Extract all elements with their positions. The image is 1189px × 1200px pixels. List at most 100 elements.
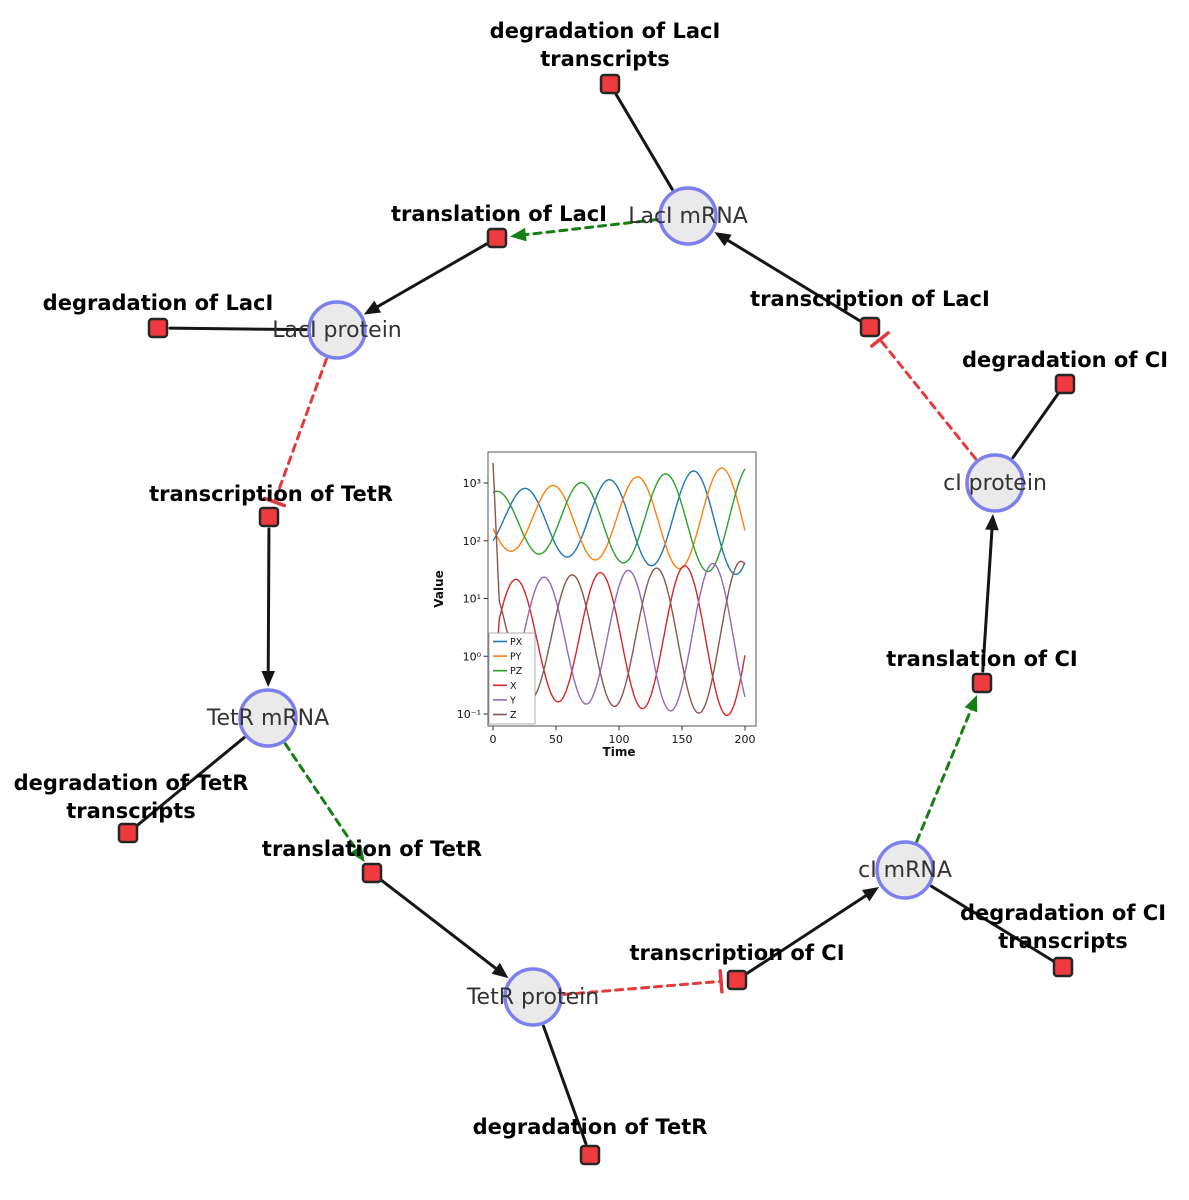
reaction-label-transl-ci: translation of CI bbox=[886, 647, 1077, 671]
reaction-node-transc-ci bbox=[726, 969, 748, 991]
y-tick-label: 10⁰ bbox=[463, 650, 482, 663]
inhibition-tbar-icon bbox=[718, 969, 724, 994]
series-line-Y bbox=[492, 562, 746, 712]
reaction-label-transc-laci: transcription of LacI bbox=[750, 287, 990, 311]
arrowhead-icon bbox=[363, 300, 382, 315]
edge-modifier-tetr-mrna-transl-tetr bbox=[283, 742, 360, 853]
legend-entry-PZ: PZ bbox=[510, 666, 523, 677]
reaction-label-deg-tetr: degradation of TetR bbox=[473, 1115, 708, 1139]
reaction-label-deg-ci-tx: degradation of CI bbox=[960, 901, 1166, 925]
edge-production-transl-ci-ci-protein bbox=[981, 525, 994, 673]
edge-consumption-ci-mrna-deg-ci-tx bbox=[929, 884, 1055, 963]
reaction-label-deg-tetr-tx-line2: transcripts bbox=[66, 799, 196, 823]
reaction-node-deg-laci bbox=[147, 317, 169, 339]
reaction-label-deg-tetr-tx: degradation of TetR bbox=[14, 771, 249, 795]
series-line-PX bbox=[492, 470, 746, 576]
species-label-ci-mrna: cI mRNA bbox=[858, 858, 952, 883]
arrowhead-icon bbox=[509, 227, 527, 242]
species-node-tetr-mrna bbox=[238, 688, 298, 748]
x-tick-label: 50 bbox=[549, 733, 563, 746]
reaction-node-transc-laci bbox=[859, 316, 881, 338]
series-line-PY bbox=[492, 467, 746, 570]
edge-production-transc-laci-laci-mrna bbox=[724, 237, 862, 323]
legend-entry-PY: PY bbox=[510, 652, 522, 663]
reaction-node-deg-ci bbox=[1054, 373, 1076, 395]
edge-inhibition-ci-protein-transc-laci bbox=[878, 337, 978, 461]
y-tick-label: 10⁻¹ bbox=[457, 708, 481, 721]
arrowhead-icon bbox=[350, 845, 365, 863]
reaction-node-deg-tetr-tx bbox=[117, 822, 139, 844]
edge-consumption-laci-protein-deg-laci bbox=[168, 326, 308, 332]
y-tick-label: 10² bbox=[463, 535, 481, 548]
y-tick-label: 10¹ bbox=[463, 593, 481, 606]
edge-consumption-tetr-mrna-deg-tetr-tx bbox=[135, 736, 246, 827]
reaction-label-transl-tetr: translation of TetR bbox=[262, 837, 482, 861]
reaction-label-deg-laci: degradation of LacI bbox=[43, 291, 274, 315]
edge-consumption-laci-mrna-deg-laci-tx bbox=[614, 92, 674, 191]
legend-box bbox=[488, 632, 536, 725]
x-tick-label: 150 bbox=[672, 733, 693, 746]
reaction-node-deg-tetr bbox=[579, 1144, 601, 1166]
arrowhead-icon bbox=[714, 232, 732, 247]
inhibition-tbar-icon bbox=[870, 331, 890, 348]
arrowhead-icon bbox=[861, 886, 880, 902]
arrowhead-icon bbox=[491, 962, 509, 979]
edge-consumption-tetr-protein-deg-tetr bbox=[542, 1024, 588, 1146]
species-node-ci-protein bbox=[965, 453, 1025, 513]
reaction-node-transl-ci bbox=[971, 672, 993, 694]
reaction-node-deg-ci-tx bbox=[1052, 956, 1074, 978]
species-label-laci-mrna: LacI mRNA bbox=[628, 204, 748, 229]
series-line-X bbox=[492, 565, 746, 717]
edge-inhibition-tetr-protein-transc-ci bbox=[562, 979, 723, 996]
chart-frame bbox=[487, 451, 757, 727]
reaction-label-deg-ci: degradation of CI bbox=[962, 348, 1168, 372]
reaction-label-deg-laci-tx: degradation of LacI bbox=[490, 19, 721, 43]
x-tick-label: 100 bbox=[609, 733, 630, 746]
arrowhead-icon bbox=[964, 695, 978, 713]
species-node-tetr-protein bbox=[503, 967, 563, 1027]
reaction-node-deg-laci-tx bbox=[599, 73, 621, 95]
species-node-ci-mrna bbox=[875, 840, 935, 900]
reaction-node-transl-laci bbox=[486, 227, 508, 249]
arrowhead-icon bbox=[985, 513, 999, 531]
edge-consumption-ci-protein-deg-ci bbox=[1011, 392, 1060, 460]
edge-modifier-laci-mrna-transl-laci bbox=[521, 218, 659, 237]
series-line-PZ bbox=[492, 468, 746, 573]
reaction-label-transl-laci: translation of LacI bbox=[391, 202, 607, 226]
species-label-laci-protein: LacI protein bbox=[272, 318, 402, 343]
arrowhead-icon bbox=[261, 670, 276, 688]
legend-entry-PX: PX bbox=[510, 637, 523, 648]
edges-layer bbox=[135, 92, 1060, 1146]
y-axis-label: Value bbox=[432, 570, 446, 608]
x-tick-label: 200 bbox=[735, 733, 756, 746]
legend-entry-Z: Z bbox=[510, 710, 517, 721]
x-tick-label: 0 bbox=[490, 733, 497, 746]
nodes-layer bbox=[117, 73, 1076, 1166]
edge-modifier-ci-mrna-transl-ci bbox=[915, 705, 974, 843]
reaction-label-transc-ci: transcription of CI bbox=[629, 941, 844, 965]
legend-entry-Y: Y bbox=[509, 695, 516, 706]
edge-production-transc-tetr-tetr-mrna bbox=[266, 527, 271, 676]
reaction-label-deg-ci-tx-line2: transcripts bbox=[998, 929, 1128, 953]
reaction-label-deg-laci-tx-line2: transcripts bbox=[540, 47, 670, 71]
legend-entry-X: X bbox=[510, 681, 517, 692]
edge-production-transl-laci-laci-protein bbox=[373, 242, 489, 310]
edge-production-transc-ci-ci-mrna bbox=[745, 892, 870, 975]
reaction-node-transl-tetr bbox=[361, 862, 383, 884]
inhibition-tbar-icon bbox=[262, 496, 287, 508]
species-node-laci-mrna bbox=[658, 186, 718, 246]
edge-inhibition-laci-protein-transc-tetr bbox=[272, 357, 328, 504]
species-node-laci-protein bbox=[307, 300, 367, 360]
y-tick-label: 10³ bbox=[463, 477, 481, 490]
species-label-tetr-protein: TetR protein bbox=[466, 985, 599, 1010]
reaction-node-transc-tetr bbox=[258, 506, 280, 528]
species-label-ci-protein: cI protein bbox=[943, 471, 1047, 496]
edge-production-transl-tetr-tetr-protein bbox=[380, 878, 500, 972]
species-label-tetr-mrna: TetR mRNA bbox=[206, 706, 329, 731]
reaction-label-transc-tetr: transcription of TetR bbox=[149, 482, 393, 506]
